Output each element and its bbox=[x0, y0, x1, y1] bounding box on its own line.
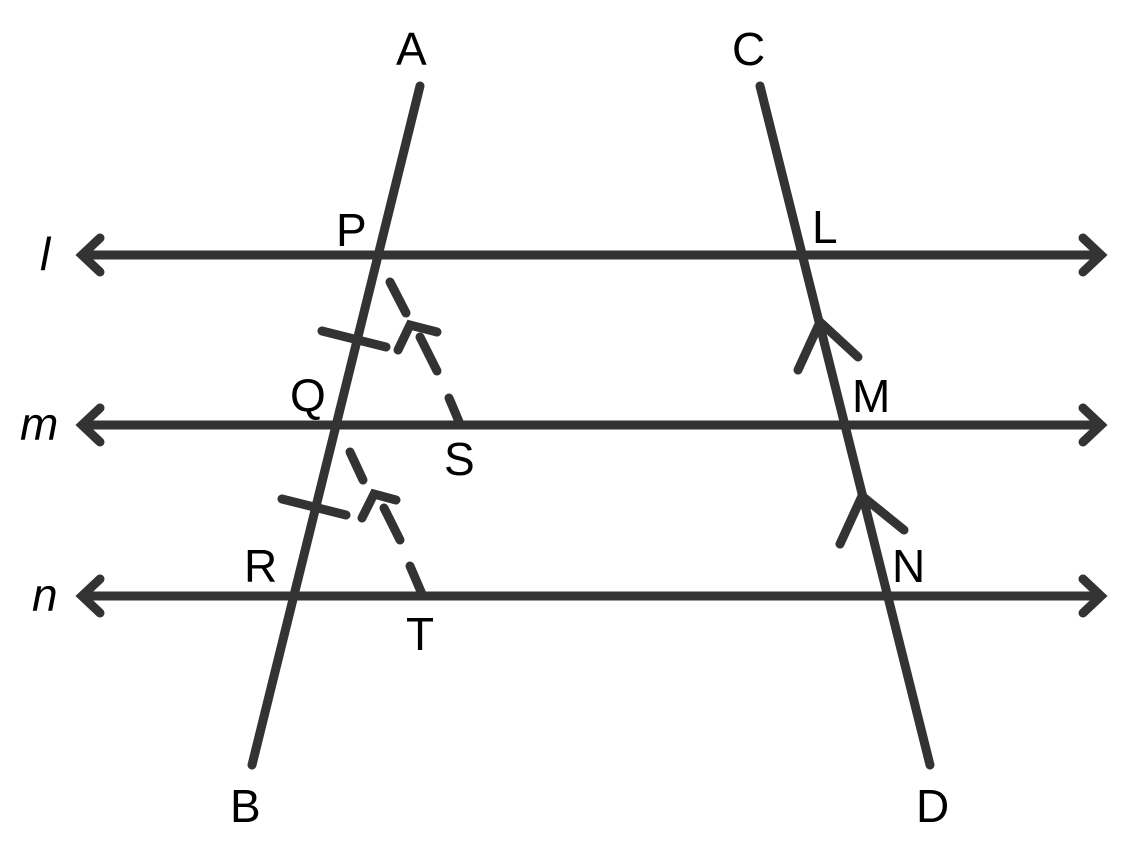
label-point-l: L bbox=[812, 201, 838, 253]
line-n bbox=[75, 574, 1108, 618]
label-point-d: D bbox=[916, 780, 949, 832]
parallel-arrow-mark-mn-icon bbox=[835, 488, 909, 549]
label-line-m: m bbox=[20, 398, 58, 450]
transversal-ab bbox=[247, 81, 425, 770]
arrowhead-left-icon bbox=[75, 403, 105, 447]
arrowhead-right-icon bbox=[1078, 403, 1108, 447]
dashed-segment-ps bbox=[385, 277, 465, 429]
label-point-r: R bbox=[244, 540, 277, 592]
parallel-arrow-mark-ps-icon bbox=[393, 319, 442, 355]
label-point-b: B bbox=[230, 780, 261, 832]
arrowhead-left-icon bbox=[75, 574, 105, 618]
label-point-p: P bbox=[336, 204, 367, 256]
transversal-cd bbox=[755, 81, 935, 770]
line-m bbox=[75, 403, 1108, 447]
tick-mark-pq bbox=[317, 326, 391, 352]
label-point-s: S bbox=[444, 433, 475, 485]
label-line-n: n bbox=[32, 569, 58, 621]
arrowhead-left-icon bbox=[75, 233, 105, 277]
dashed-segment-qt bbox=[345, 447, 427, 599]
line-l bbox=[75, 233, 1108, 277]
label-point-m: M bbox=[852, 370, 890, 422]
label-point-c: C bbox=[732, 23, 765, 75]
label-line-l: l bbox=[40, 228, 52, 280]
label-point-q: Q bbox=[290, 369, 326, 421]
parallel-arrow-mark-lm-icon bbox=[793, 314, 863, 375]
label-point-n: N bbox=[892, 540, 925, 592]
parallel-arrow-mark-qt-icon bbox=[357, 488, 401, 523]
tick-mark-qr bbox=[277, 494, 351, 520]
arrowhead-right-icon bbox=[1078, 233, 1108, 277]
arrowhead-right-icon bbox=[1078, 574, 1108, 618]
label-point-a: A bbox=[396, 23, 427, 75]
label-point-t: T bbox=[406, 608, 434, 660]
